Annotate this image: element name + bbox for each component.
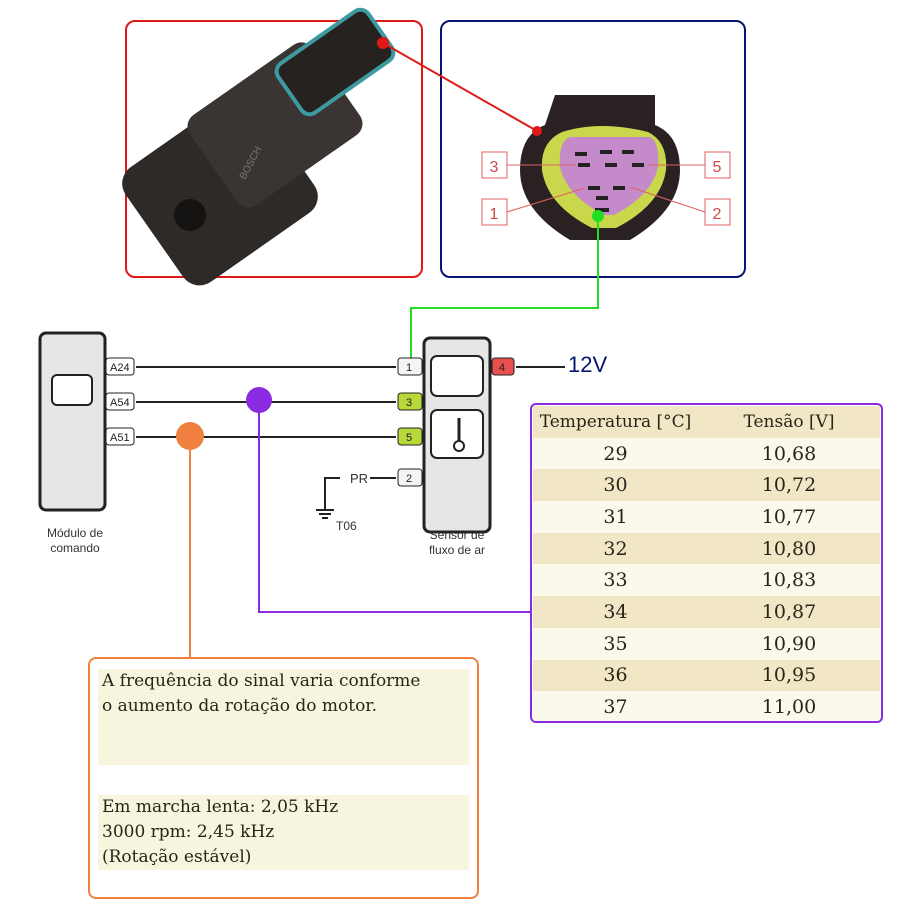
red-dot (532, 126, 542, 136)
svg-text:4: 4 (499, 362, 505, 374)
connector-pin-2-label: 2 (713, 206, 722, 223)
red-callout-line (382, 42, 538, 132)
supply-voltage-label: 12V (568, 352, 608, 377)
thermometer-icon (430, 409, 484, 459)
maf-sensor-image: BOSCH (122, 7, 396, 286)
chip-icon (51, 374, 93, 406)
green-callout-line (410, 216, 599, 358)
green-dot (592, 210, 604, 222)
sensor-pins: 1 3 5 2 4 (397, 357, 515, 487)
table-header: Temperatura [°C]Tensão [V] (533, 406, 880, 438)
red-dot (377, 37, 389, 49)
svg-text:A51: A51 (110, 432, 130, 444)
connector-pin-5-label: 5 (713, 159, 722, 176)
ground-point-label: T06 (336, 519, 357, 533)
svg-text:A24: A24 (110, 362, 130, 374)
connector-pin-3-label: 3 (490, 159, 499, 176)
purple-dot (246, 387, 272, 413)
connector-pin-1-label: 1 (490, 206, 499, 223)
ground-wire-label: PR (350, 471, 368, 486)
module-pins: A24 A54 A51 (105, 357, 135, 446)
svg-text:3: 3 (406, 397, 412, 409)
purple-callout-line (258, 400, 530, 613)
orange-dot (176, 422, 204, 450)
svg-text:A54: A54 (110, 397, 130, 409)
maf-sensor-photo-frame (125, 20, 423, 278)
module-box (38, 331, 107, 512)
svg-text:1: 1 (406, 362, 412, 374)
connector-image: 3 5 1 2 (481, 95, 731, 240)
connector-photo-frame (440, 20, 746, 278)
svg-text:5: 5 (406, 432, 412, 444)
svg-text:2: 2 (406, 473, 412, 485)
airflow-icon (430, 355, 484, 397)
